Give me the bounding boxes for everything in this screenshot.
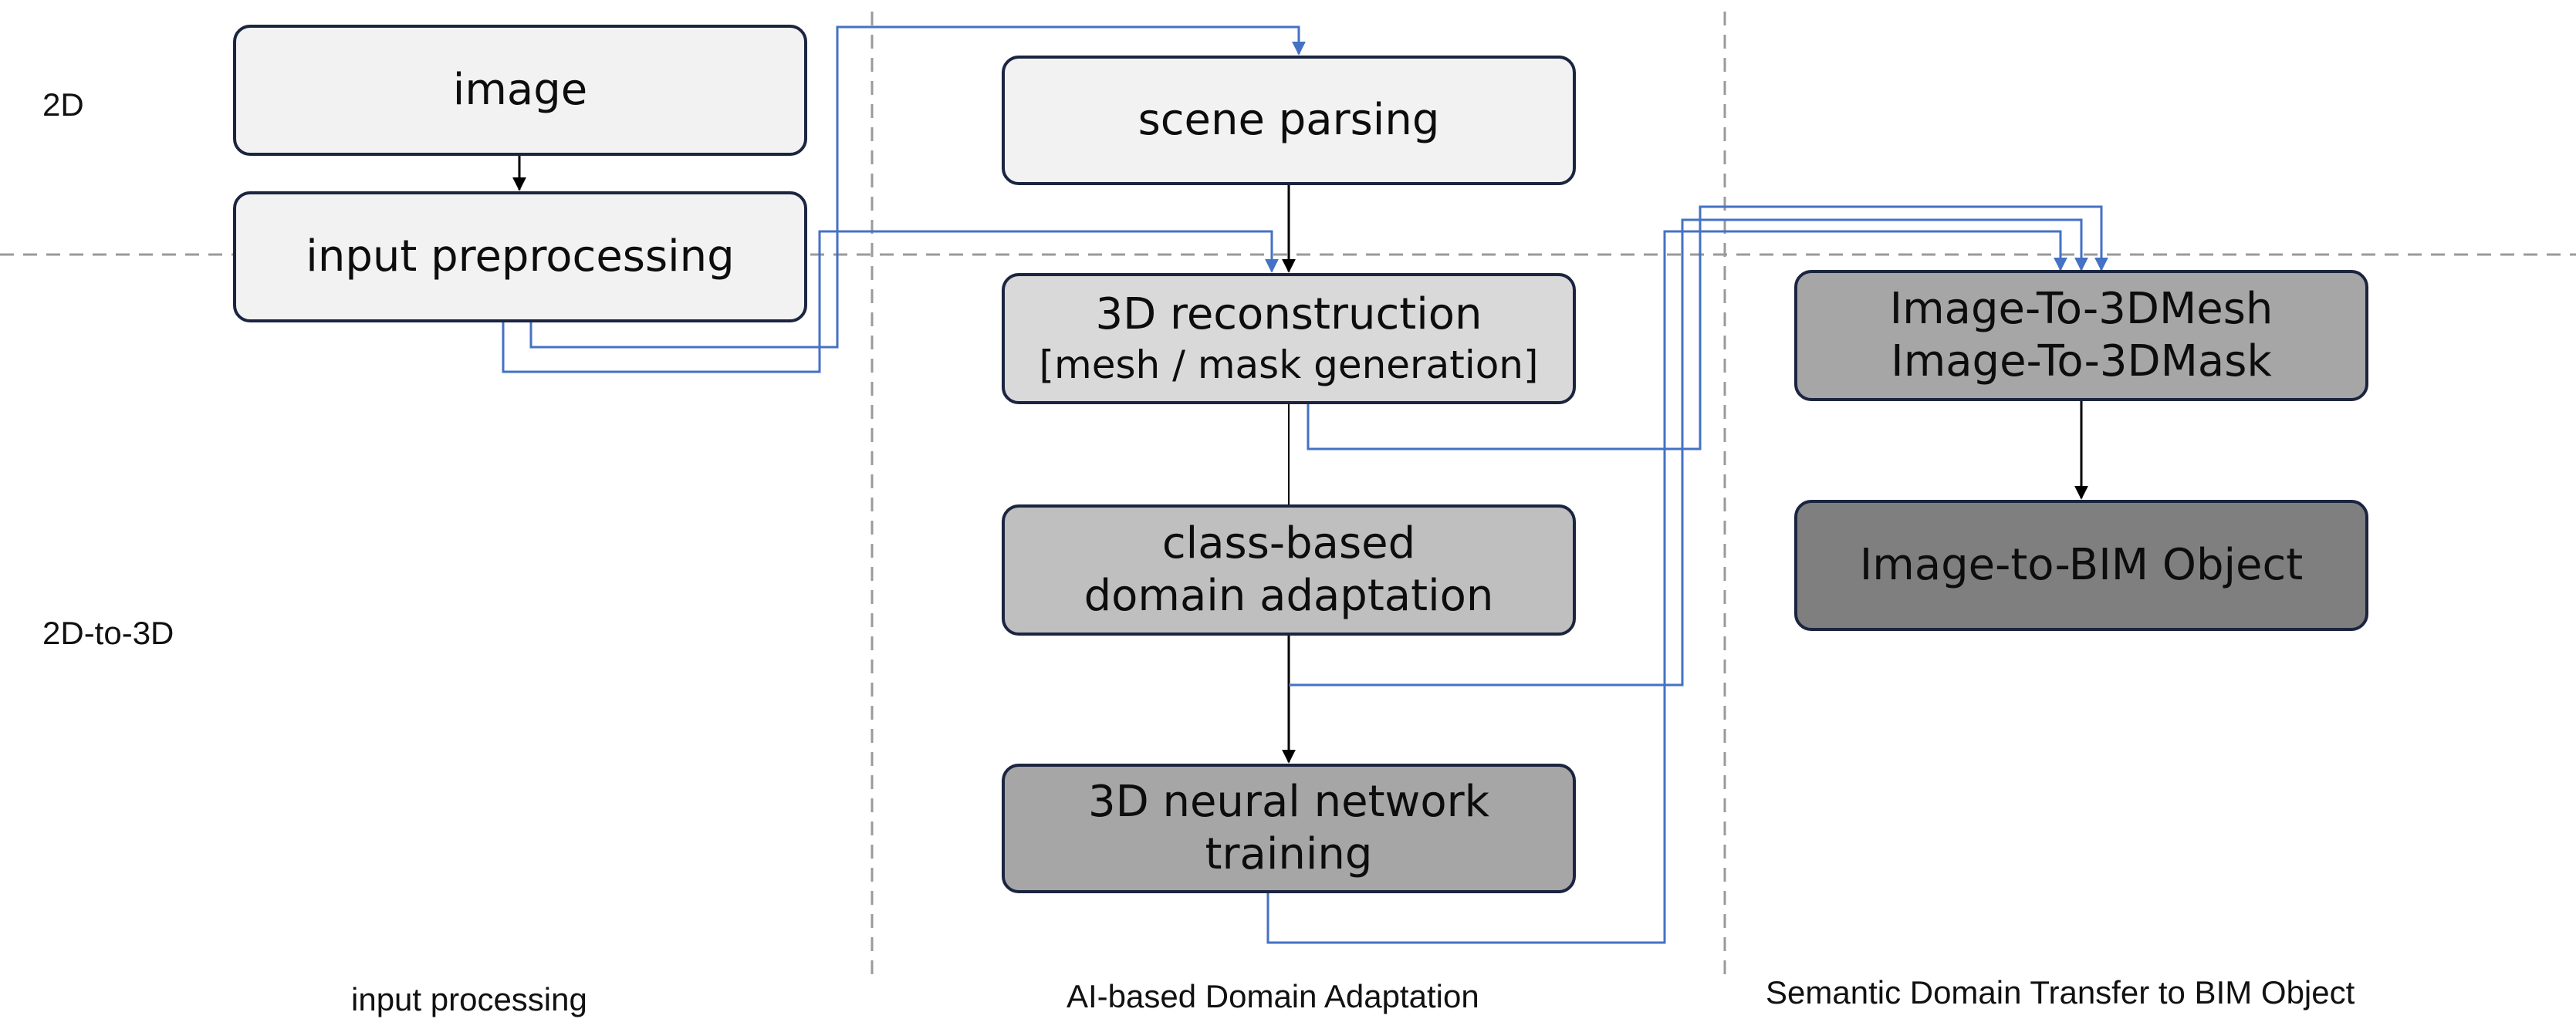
row-label-2d: 2D	[42, 86, 84, 123]
node-input-preprocessing-label: input preprocessing	[306, 231, 735, 282]
node-scene-parsing-label: scene parsing	[1138, 94, 1440, 145]
connector-training-to-3d	[1266, 230, 2067, 944]
connector-reconstruction-to-3d	[1307, 205, 2108, 450]
connector-preprocessing-to-parsing	[529, 25, 1306, 349]
column-label-input-processing: input processing	[351, 981, 587, 1017]
node-image-to-bim-label: Image-to-BIM Object	[1859, 539, 2304, 590]
column-label-ai-domain-adaptation: AI-based Domain Adaptation	[1067, 978, 1479, 1014]
node-nn-training-line2: training	[1205, 829, 1373, 879]
node-image-to-3dmesh-label: Image-To-3DMesh	[1889, 283, 2273, 334]
row-label-2d-to-3d: 2D-to-3D	[42, 615, 174, 651]
column-label-semantic-domain-transfer: Semantic Domain Transfer to BIM Object	[1766, 974, 2355, 1010]
node-3d-reconstruction-line2: [mesh / mask generation]	[1039, 342, 1539, 387]
node-3d-reconstruction: 3D reconstruction [mesh / mask generatio…	[1002, 273, 1576, 404]
node-input-preprocessing: input preprocessing	[233, 191, 807, 322]
node-nn-training-line1: 3D neural network	[1087, 776, 1490, 827]
node-image-to-3dmask-label: Image-To-3DMask	[1891, 336, 2272, 386]
node-image-to-3d: Image-To-3DMesh Image-To-3DMask	[1794, 270, 2368, 401]
node-image-label: image	[452, 64, 588, 115]
node-scene-parsing: scene parsing	[1002, 56, 1576, 185]
node-image: image	[233, 25, 807, 156]
node-image-to-bim-object: Image-to-BIM Object	[1794, 500, 2368, 631]
connector-preprocessing-to-reconstruction	[502, 230, 1279, 373]
connector-classbased-to-3d	[1289, 218, 2088, 687]
node-class-based-line1: class-based	[1161, 518, 1416, 568]
node-3d-reconstruction-line1: 3D reconstruction	[1095, 289, 1482, 340]
node-class-based-line2: domain adaptation	[1083, 571, 1494, 621]
node-class-based-domain-adaptation: class-based domain adaptation	[1002, 504, 1576, 636]
node-3d-neural-network-training: 3D neural network training	[1002, 764, 1576, 893]
